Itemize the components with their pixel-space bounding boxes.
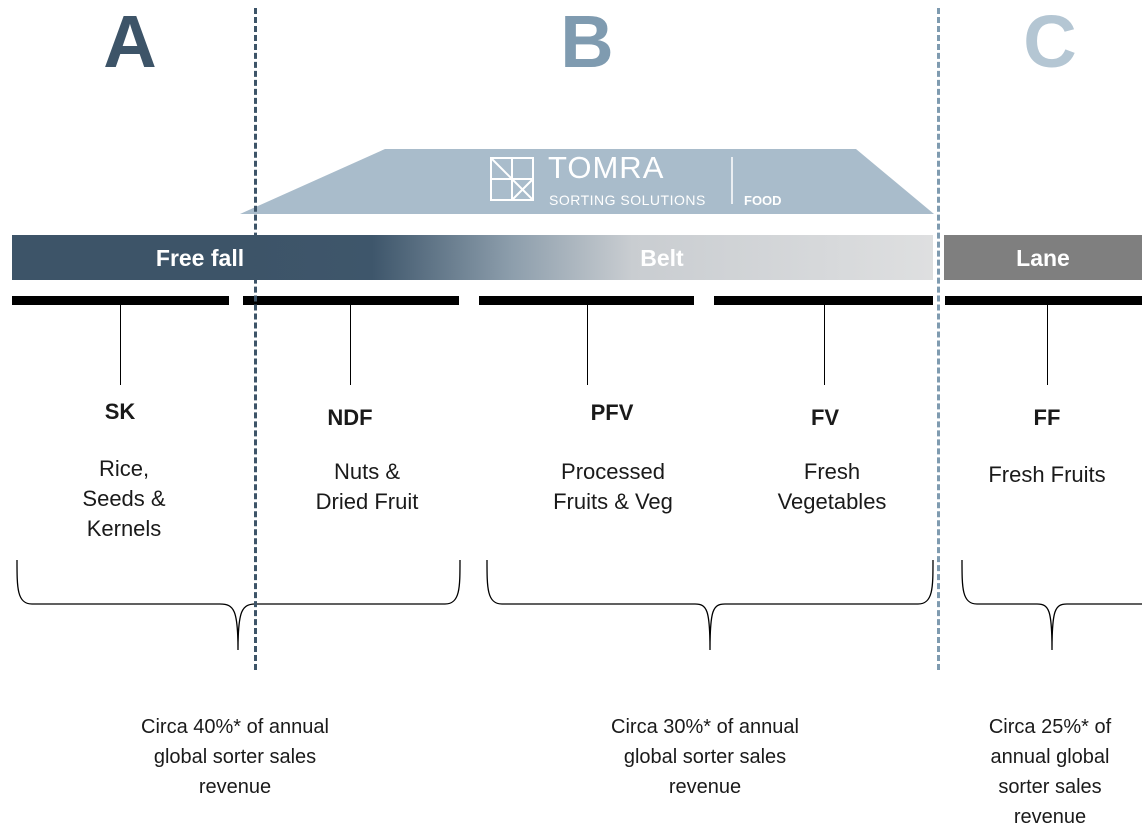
revenue-note-belt: Circa 30%* of annual global sorter sales… — [611, 716, 799, 798]
tomra-emblem-icon — [490, 157, 534, 201]
category-desc-sk: Rice, Seeds & Kernels — [82, 456, 166, 541]
category-desc-pfv: Processed Fruits & Veg — [553, 459, 673, 514]
segment-line-sk — [12, 296, 229, 305]
revenue-note-free-fall: Circa 40%* of annual global sorter sales… — [141, 716, 329, 798]
category-code-pfv: PFV — [590, 400, 634, 425]
technology-bar — [12, 235, 933, 280]
segment-line-pfv — [479, 296, 694, 305]
category-code-sk: SK — [104, 399, 136, 424]
segment-line-fv — [714, 296, 933, 305]
lane-bar — [944, 235, 1142, 280]
segment-letter-a: A — [103, 0, 157, 83]
logo-food-label: FOOD — [744, 193, 782, 208]
tick-pfv — [587, 305, 588, 385]
brace-free-fall — [16, 559, 461, 651]
tick-sk — [120, 305, 121, 385]
category-code-ndf: NDF — [327, 405, 373, 430]
divider-b-c — [937, 8, 940, 670]
belt-label: Belt — [640, 245, 684, 271]
brace-belt — [486, 559, 934, 651]
logo-banner — [240, 149, 934, 214]
tick-ff — [1047, 305, 1048, 385]
braces — [16, 559, 1142, 651]
category-code-fv: FV — [810, 405, 840, 430]
tick-ndf — [350, 305, 351, 385]
category-desc-ndf: Nuts & Dried Fruit — [315, 459, 419, 514]
tick-fv — [824, 305, 825, 385]
divider-a-b — [254, 8, 257, 670]
category-desc-fv: Fresh Vegetables — [777, 459, 887, 514]
revenue-note-lane: Circa 25%* of annual global sorter sales… — [988, 716, 1112, 828]
lane-label: Lane — [1016, 245, 1070, 271]
category-desc-ff: Fresh Fruits — [988, 462, 1106, 487]
logo-brand: TOMRA — [548, 150, 665, 185]
segment-letter-b: B — [560, 0, 614, 83]
segment-letter-c: C — [1023, 0, 1077, 83]
free-fall-label: Free fall — [155, 245, 245, 271]
segment-line-ndf — [243, 296, 459, 305]
logo-subtitle: SORTING SOLUTIONS — [549, 192, 706, 208]
brace-lane — [961, 559, 1142, 651]
category-code-ff: FF — [1033, 405, 1061, 430]
segment-line-ff — [945, 296, 1142, 305]
